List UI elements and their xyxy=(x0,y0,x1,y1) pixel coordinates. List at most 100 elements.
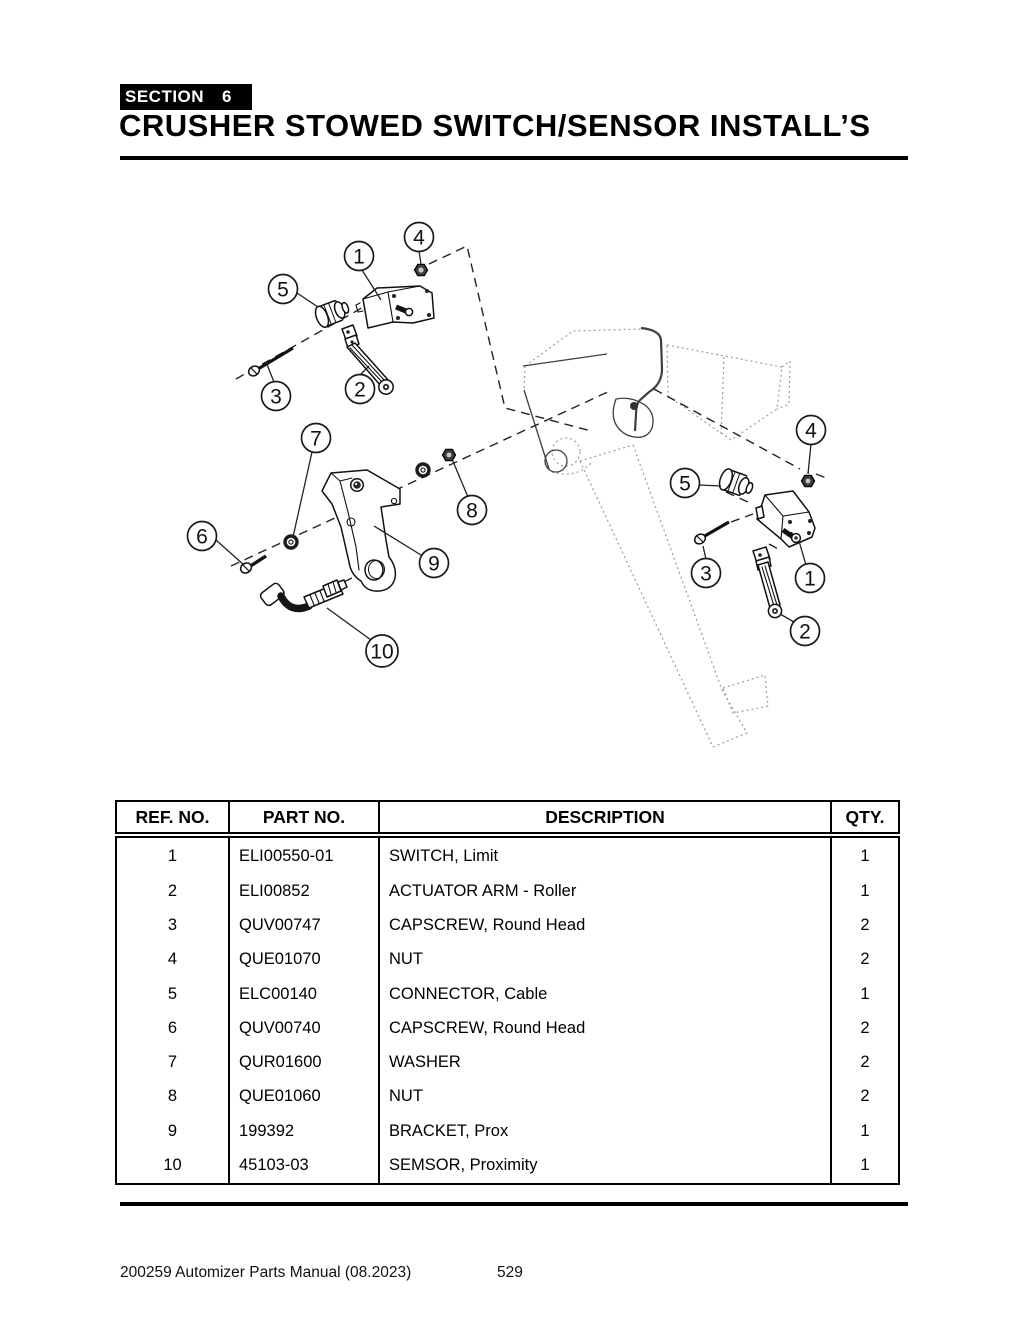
cell-description: ACTUATOR ARM - Roller xyxy=(378,873,831,908)
prox-sensor xyxy=(259,579,348,613)
cell-description: BRACKET, Prox xyxy=(378,1113,831,1149)
table-header-row: REF. NO. PART NO. DESCRIPTION QTY. xyxy=(116,801,899,838)
callout-9: 9 xyxy=(418,547,450,579)
svg-text:5: 5 xyxy=(277,279,289,302)
cell-qty: 1 xyxy=(830,873,899,908)
cell-description: SEMSOR, Proximity xyxy=(378,1148,831,1183)
section-label: SECTION xyxy=(125,87,205,106)
svg-text:4: 4 xyxy=(413,227,425,250)
cell-qty: 1 xyxy=(830,1148,899,1183)
page-title: CRUSHER STOWED SWITCH/SENSOR INSTALL’S xyxy=(119,108,871,143)
callout-4: 4 xyxy=(403,221,435,253)
svg-text:2: 2 xyxy=(799,621,811,644)
nut-middle xyxy=(441,448,457,462)
cell-part-no: QUE01070 xyxy=(228,942,379,977)
machine-phantom-outline xyxy=(523,328,791,748)
cell-ref-no: 1 xyxy=(167,846,178,865)
capscrew-right xyxy=(693,520,730,545)
callout-8: 8 xyxy=(456,494,488,526)
col-header-qty: QTY. xyxy=(830,801,899,838)
table-row: 7 QUR01600 WASHER 2 xyxy=(116,1045,899,1080)
footer-rule xyxy=(120,1202,908,1206)
cell-part-no: 199392 xyxy=(228,1113,379,1149)
table-row: 9 199392 BRACKET, Prox 1 xyxy=(116,1113,899,1149)
cell-ref-no: 8 xyxy=(167,1087,178,1106)
cell-part-no: ELC00140 xyxy=(228,976,379,1011)
svg-text:5: 5 xyxy=(679,473,691,496)
cell-part-no: QUV00747 xyxy=(228,908,379,943)
cell-part-no: 45103-03 xyxy=(228,1148,379,1183)
cell-part-no: ELI00852 xyxy=(228,873,379,908)
parts-table: REF. NO. PART NO. DESCRIPTION QTY. 1 ELI… xyxy=(115,800,900,1185)
table-row: 4 QUE01070 NUT 2 xyxy=(116,942,899,977)
cell-ref-no: 3 xyxy=(167,915,178,934)
col-header-ref: REF. NO. xyxy=(116,801,229,838)
callout-10: 10 xyxy=(365,634,399,668)
cell-qty: 2 xyxy=(830,908,899,943)
cell-description: WASHER xyxy=(378,1045,831,1080)
svg-text:1: 1 xyxy=(353,246,365,269)
cell-ref-no: 6 xyxy=(167,1018,178,1037)
cell-description: SWITCH, Limit xyxy=(378,835,831,874)
actuator-arm-left xyxy=(341,324,394,395)
cell-ref-no: 7 xyxy=(167,1053,178,1072)
svg-text:3: 3 xyxy=(700,563,712,586)
footer-manual-text: 200259 Automizer Parts Manual (08.2023) xyxy=(120,1264,412,1281)
footer-page-number: 529 xyxy=(497,1264,523,1281)
svg-text:3: 3 xyxy=(270,386,282,409)
cell-description: CAPSCREW, Round Head xyxy=(378,1010,831,1046)
cell-part-no: QUV00740 xyxy=(228,1010,379,1046)
table-row: 5 ELC00140 CONNECTOR, Cable 1 xyxy=(116,976,899,1011)
prox-bracket xyxy=(321,469,401,592)
table-row: 3 QUV00747 CAPSCREW, Round Head 2 xyxy=(116,908,899,943)
connector-right xyxy=(718,468,754,496)
cell-ref-no: 9 xyxy=(167,1121,178,1140)
table-filler-row xyxy=(116,1182,899,1184)
capscrew-middle xyxy=(239,554,267,574)
svg-text:10: 10 xyxy=(370,641,393,664)
cell-description: NUT xyxy=(378,1079,831,1114)
callout-leaders xyxy=(215,250,812,641)
svg-text:4: 4 xyxy=(805,420,817,443)
cell-qty: 2 xyxy=(830,942,899,977)
cell-part-no: ELI00550-01 xyxy=(228,835,379,874)
cell-description: CAPSCREW, Round Head xyxy=(378,908,831,943)
svg-text:1: 1 xyxy=(804,568,816,591)
callout-7: 7 xyxy=(300,422,332,454)
cell-qty: 1 xyxy=(830,835,899,874)
section-number: 6 xyxy=(222,87,232,106)
cell-part-no: QUR01600 xyxy=(228,1045,379,1080)
nut-left xyxy=(413,263,429,277)
callout-5: 5 xyxy=(267,273,299,305)
cell-ref-no: 2 xyxy=(167,881,178,900)
cell-description: NUT xyxy=(378,942,831,977)
svg-text:8: 8 xyxy=(466,500,478,523)
cell-qty: 1 xyxy=(830,976,899,1011)
table-row: 1 ELI00550-01 SWITCH, Limit 1 xyxy=(116,835,899,874)
callout-1: 1 xyxy=(794,562,826,594)
connector-left xyxy=(314,299,350,328)
title-rule xyxy=(120,156,908,160)
svg-text:6: 6 xyxy=(196,526,208,549)
machine-solid-edges xyxy=(522,326,664,473)
actuator-arm-right xyxy=(752,546,783,619)
svg-text:9: 9 xyxy=(428,553,440,576)
col-header-part: PART NO. xyxy=(228,801,379,838)
cell-qty: 2 xyxy=(830,1079,899,1114)
cell-ref-no: 5 xyxy=(167,984,178,1003)
callout-4: 4 xyxy=(795,414,827,446)
cell-ref-no: 4 xyxy=(167,950,178,969)
washer-rear xyxy=(415,462,431,478)
cell-description: CONNECTOR, Cable xyxy=(378,976,831,1011)
callout-6: 6 xyxy=(186,520,218,552)
limit-switch-left xyxy=(355,285,435,329)
callout-3: 3 xyxy=(690,557,722,589)
cell-qty: 2 xyxy=(830,1045,899,1080)
svg-text:2: 2 xyxy=(354,379,366,402)
machine-bolt-dot xyxy=(630,402,638,410)
table-row: 6 QUV00740 CAPSCREW, Round Head 2 xyxy=(116,1010,899,1046)
callout-2: 2 xyxy=(344,373,376,405)
